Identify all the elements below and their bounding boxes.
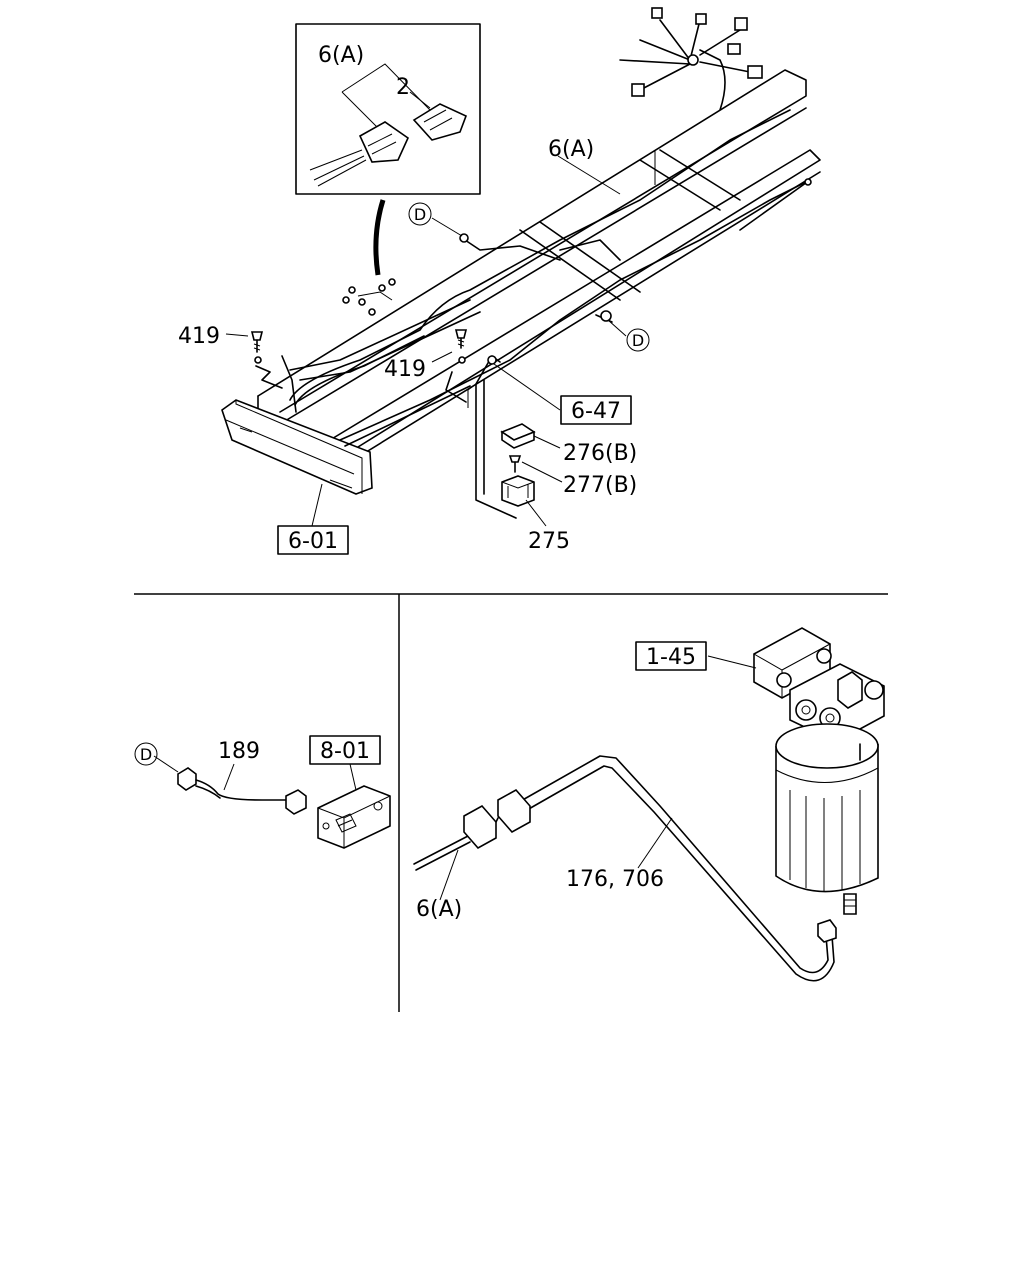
part-275-label: 275 (528, 529, 570, 554)
part-276b-label: 276(B) (563, 441, 637, 466)
harness-6a-label: 6(A) (548, 137, 594, 162)
ref-8-01-label: 8-01 (320, 739, 370, 764)
fuel-filter-assembly (753, 627, 885, 915)
cover-plate-276b (500, 423, 536, 449)
ref-d-right-label: D (632, 331, 644, 350)
ref-d-lower-label: D (140, 745, 152, 764)
bolt-419-mid (445, 329, 468, 403)
inset-pointer-arc (373, 199, 386, 276)
harness-clips-icon (342, 278, 396, 316)
ref-box-6-47: 6-47 (560, 395, 632, 425)
fuel-hose-176-706 (511, 755, 837, 982)
ref-6-47-label: 6-47 (571, 399, 621, 424)
part-189-label: 189 (218, 739, 260, 764)
harness-6a-lower (413, 788, 531, 871)
sensor-wire-189 (177, 767, 307, 815)
ref-box-8-01: 8-01 (309, 735, 381, 765)
reader-unit-icon (317, 785, 391, 849)
ref-box-1-45: 1-45 (635, 641, 707, 671)
ref-box-6-01: 6-01 (277, 525, 349, 555)
wiring-harness (289, 7, 812, 447)
part-277b-label: 277(B) (563, 473, 637, 498)
chassis-frame (257, 69, 821, 463)
ref-6-01-label: 6-01 (288, 529, 338, 554)
ref-d-right-marker: D (626, 328, 650, 352)
ref-d-top-label: D (414, 205, 426, 224)
bumper (221, 399, 373, 495)
connector-inset (295, 23, 481, 195)
connector-female-icon (309, 121, 410, 187)
bolt-419-left-label: 419 (178, 324, 220, 349)
inset-part-2-label: 2 (396, 75, 410, 100)
lower-6a-label: 6(A) (416, 897, 462, 922)
ref-d-lower-marker: D (134, 742, 158, 766)
inset-6a-label: 6(A) (318, 43, 364, 68)
bracket-assembly (467, 355, 517, 519)
bolt-419-mid-label: 419 (384, 357, 426, 382)
ref-d-top-marker: D (408, 202, 432, 226)
bracket-275 (501, 475, 535, 507)
connector-male-icon (412, 103, 468, 141)
ref-1-45-label: 1-45 (646, 645, 696, 670)
part-176-706-label: 176, 706 (566, 867, 664, 892)
screw-277b (508, 455, 522, 473)
bolt-419-left (250, 331, 297, 413)
